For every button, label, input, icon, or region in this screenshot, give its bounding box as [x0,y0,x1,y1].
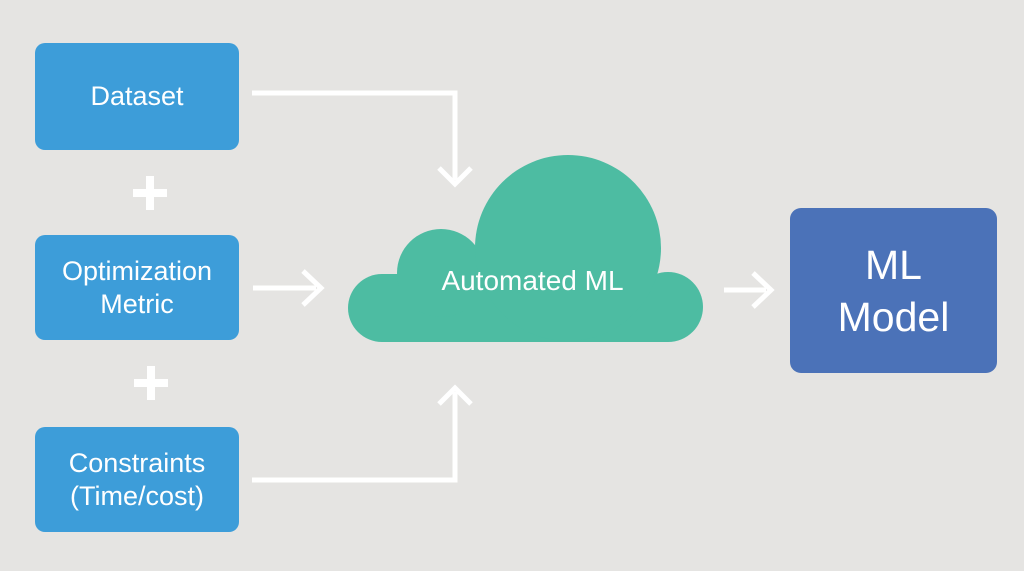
dataset-box: Dataset [35,43,239,150]
arrow-down-icon [437,166,473,188]
constraints-label-line1: Constraints [68,447,206,478]
dataset-label: Dataset [90,81,184,111]
ml-model-box: ML Model [790,208,997,373]
plus-icon [133,176,167,210]
ml-model-label-line2: Model [837,293,950,340]
optimization-metric-label-line2: Metric [100,288,174,319]
constraints-box: Constraints (Time/cost) [35,427,239,532]
arrow-up-icon [437,384,473,406]
ml-model-label-line1: ML [865,241,922,288]
cloud-shape [348,155,703,342]
automated-ml-label: Automated ML [441,265,624,296]
arrow-right-icon [301,269,325,307]
arrow-dataset-to-cloud [252,90,473,188]
arrow-metric-to-cloud [253,269,325,307]
arrow-right-icon [751,271,775,309]
constraints-label-line2: (Time/cost) [70,480,204,511]
arrow-constraints-to-cloud [252,384,473,483]
optimization-metric-box: Optimization Metric [35,235,239,340]
optimization-metric-label-line1: Optimization [61,255,213,286]
plus-icon [134,366,168,400]
arrow-cloud-to-model [724,271,775,309]
